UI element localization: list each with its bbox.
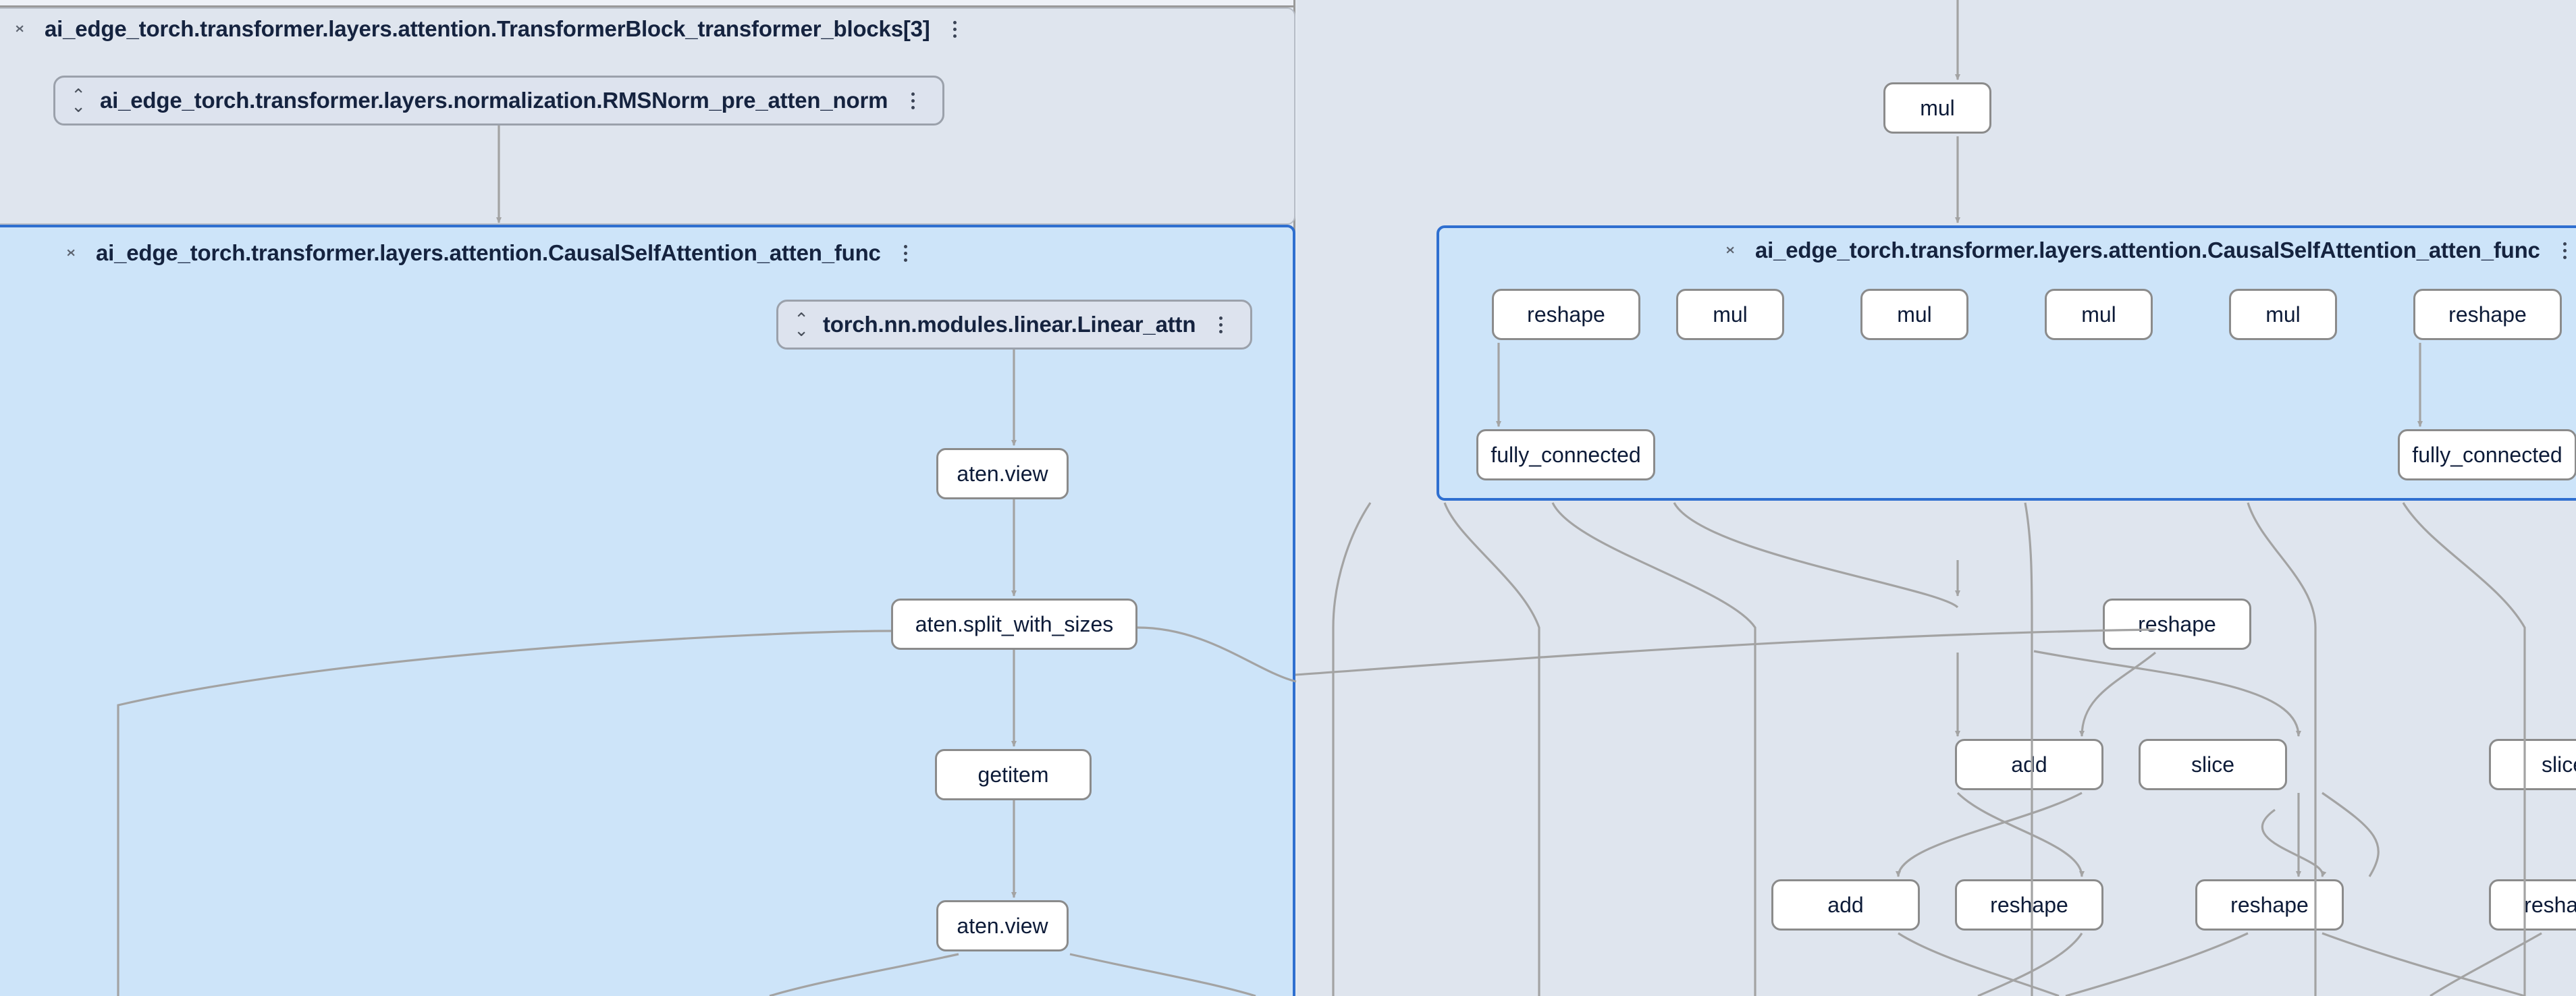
node-rmsnorm-label: ai_edge_torch.transformer.layers.normali… <box>100 88 888 113</box>
node-aten-view-1[interactable]: aten.view <box>936 448 1069 499</box>
collapse-vertical-icon[interactable]: ⌄⌃ <box>63 237 78 269</box>
node-mul-a1[interactable]: mul <box>1676 289 1784 340</box>
node-reshape-a2[interactable]: reshape <box>2413 289 2562 340</box>
group-causal-self-attention-right-label: ai_edge_torch.transformer.layers.attenti… <box>1755 238 2540 262</box>
kebab-menu-icon[interactable] <box>948 18 963 40</box>
expand-vertical-icon[interactable]: ⌃⌄ <box>794 308 809 340</box>
node-getitem[interactable]: getitem <box>935 749 1092 800</box>
node-slice-b2[interactable]: slice <box>2489 739 2576 790</box>
group-causal-self-attention-left-label: ai_edge_torch.transformer.layers.attenti… <box>96 240 881 265</box>
left-graph-panel[interactable]: ⌄⌃ ai_edge_torch.transformer.layers.atte… <box>0 0 1295 996</box>
node-reshape-b1[interactable]: reshape <box>2103 599 2251 650</box>
node-mul-a3[interactable]: mul <box>2045 289 2153 340</box>
node-aten-split-with-sizes[interactable]: aten.split_with_sizes <box>891 599 1137 650</box>
group-causal-self-attention-left-header[interactable]: ⌄⌃ ai_edge_torch.transformer.layers.atte… <box>63 237 913 269</box>
collapse-vertical-icon[interactable]: ⌄⌃ <box>1723 234 1738 266</box>
node-reshape-b3[interactable]: reshape <box>2195 879 2344 931</box>
node-rmsnorm-pre-atten-norm[interactable]: ⌃⌄ ai_edge_torch.transformer.layers.norm… <box>53 76 944 126</box>
node-reshape-b4[interactable]: reshape <box>2489 879 2576 931</box>
group-transformer-block-header[interactable]: ⌄⌃ ai_edge_torch.transformer.layers.atte… <box>12 13 963 45</box>
left-panel-topbar <box>0 0 1293 7</box>
kebab-menu-icon[interactable] <box>2558 239 2573 262</box>
expand-vertical-icon[interactable]: ⌃⌄ <box>71 84 86 116</box>
node-slice-b1[interactable]: slice <box>2139 739 2287 790</box>
kebab-menu-icon[interactable] <box>898 242 913 265</box>
node-mul-top[interactable]: mul <box>1883 82 1991 134</box>
node-fully-connected-2[interactable]: fully_connected <box>2398 429 2576 480</box>
node-mul-a2[interactable]: mul <box>1860 289 1968 340</box>
node-fully-connected-1[interactable]: fully_connected <box>1476 429 1655 480</box>
collapse-vertical-icon[interactable]: ⌄⌃ <box>12 13 27 45</box>
node-add-b1[interactable]: add <box>1955 739 2103 790</box>
group-transformer-block-label: ai_edge_torch.transformer.layers.attenti… <box>45 16 930 41</box>
node-reshape-a1[interactable]: reshape <box>1492 289 1640 340</box>
node-reshape-b2[interactable]: reshape <box>1955 879 2103 931</box>
kebab-menu-icon[interactable] <box>907 89 919 112</box>
group-causal-self-attention-right-header[interactable]: ⌄⌃ ai_edge_torch.transformer.layers.atte… <box>1723 234 2573 266</box>
kebab-menu-icon[interactable] <box>1214 313 1227 336</box>
node-mul-a4[interactable]: mul <box>2229 289 2337 340</box>
node-aten-view-2[interactable]: aten.view <box>936 900 1069 951</box>
right-graph-panel[interactable]: mul ⌄⌃ ai_edge_torch.transformer.layers.… <box>1297 0 2576 996</box>
node-add-b2[interactable]: add <box>1771 879 1920 931</box>
node-linear-attn-label: torch.nn.modules.linear.Linear_attn <box>823 312 1196 337</box>
node-linear-attn[interactable]: ⌃⌄ torch.nn.modules.linear.Linear_attn <box>776 300 1252 350</box>
